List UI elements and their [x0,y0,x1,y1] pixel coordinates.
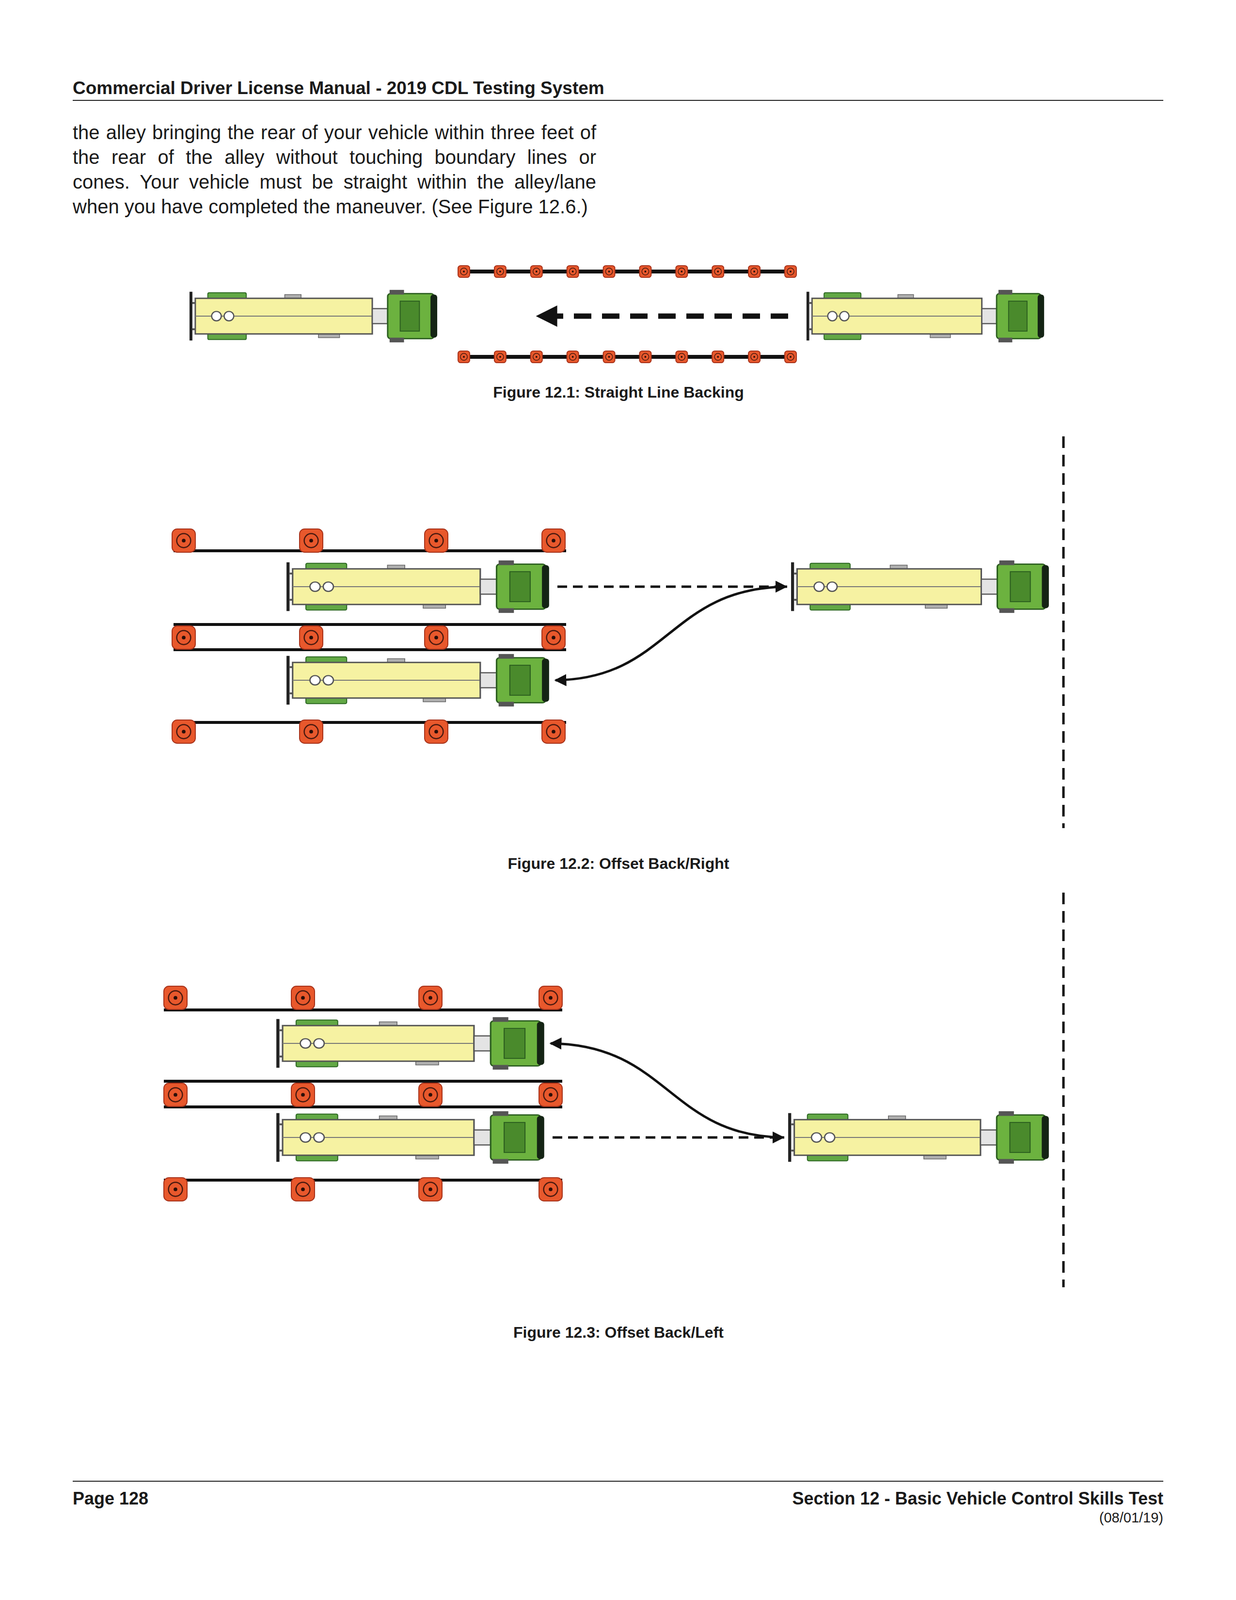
traffic-cone [458,350,470,363]
header-rule [72,99,1164,101]
figure-caption: Figure 12.2: Offset Back/Right [376,854,861,873]
traffic-cone [418,1177,443,1201]
traffic-cone [172,625,196,650]
straight-line-figure [189,271,1045,357]
traffic-cone [541,625,566,650]
traffic-cone [538,1082,563,1107]
traffic-cone [172,528,196,553]
body-text: the alley bringing the rear of your vehi… [72,120,597,220]
footer-rule [72,1480,1164,1482]
traffic-cone [748,265,761,278]
traffic-cone [418,985,443,1010]
traffic-cone [494,265,507,278]
traffic-cone [172,719,196,744]
traffic-cone [163,1177,188,1201]
cone-group [163,265,797,1201]
figure-caption: Figure 12.3: Offset Back/Left [376,1322,861,1342]
traffic-cone [675,265,688,278]
traffic-cone [291,985,315,1010]
traffic-cone [675,350,688,363]
traffic-cone [291,1177,315,1201]
revision-date: (08/01/19) [920,1508,1164,1526]
traffic-cone [458,265,470,278]
traffic-cone [424,625,448,650]
traffic-cone [712,350,724,363]
traffic-cone [567,265,579,278]
traffic-cone [712,265,724,278]
page-number: Page 128 [72,1488,364,1509]
figure-caption: Figure 12.1: Straight Line Backing [376,382,861,402]
traffic-cone [603,265,616,278]
traffic-cone [299,528,323,553]
traffic-cone [494,350,507,363]
traffic-cone [530,350,543,363]
traffic-cone [299,625,323,650]
traffic-cone [163,1082,188,1107]
traffic-cone [603,350,616,363]
traffic-cone [748,350,761,363]
traffic-cone [291,1082,315,1107]
traffic-cone [639,265,651,278]
traffic-cone [541,719,566,744]
traffic-cone [541,528,566,553]
traffic-cone [530,265,543,278]
offset-right-figure [173,436,1064,828]
traffic-cone [163,985,188,1010]
traffic-cone [639,350,651,363]
traffic-cone [567,350,579,363]
traffic-cone [538,985,563,1010]
traffic-cone [418,1082,443,1107]
page-header: Commercial Driver License Manual - 2019 … [72,77,849,99]
traffic-cone [424,528,448,553]
section-title: Section 12 - Basic Vehicle Control Skill… [630,1488,1164,1509]
traffic-cone [784,265,797,278]
traffic-cone [299,719,323,744]
traffic-cone [784,350,797,363]
traffic-cone [424,719,448,744]
traffic-cone [538,1177,563,1201]
offset-left-figure [163,892,1064,1287]
